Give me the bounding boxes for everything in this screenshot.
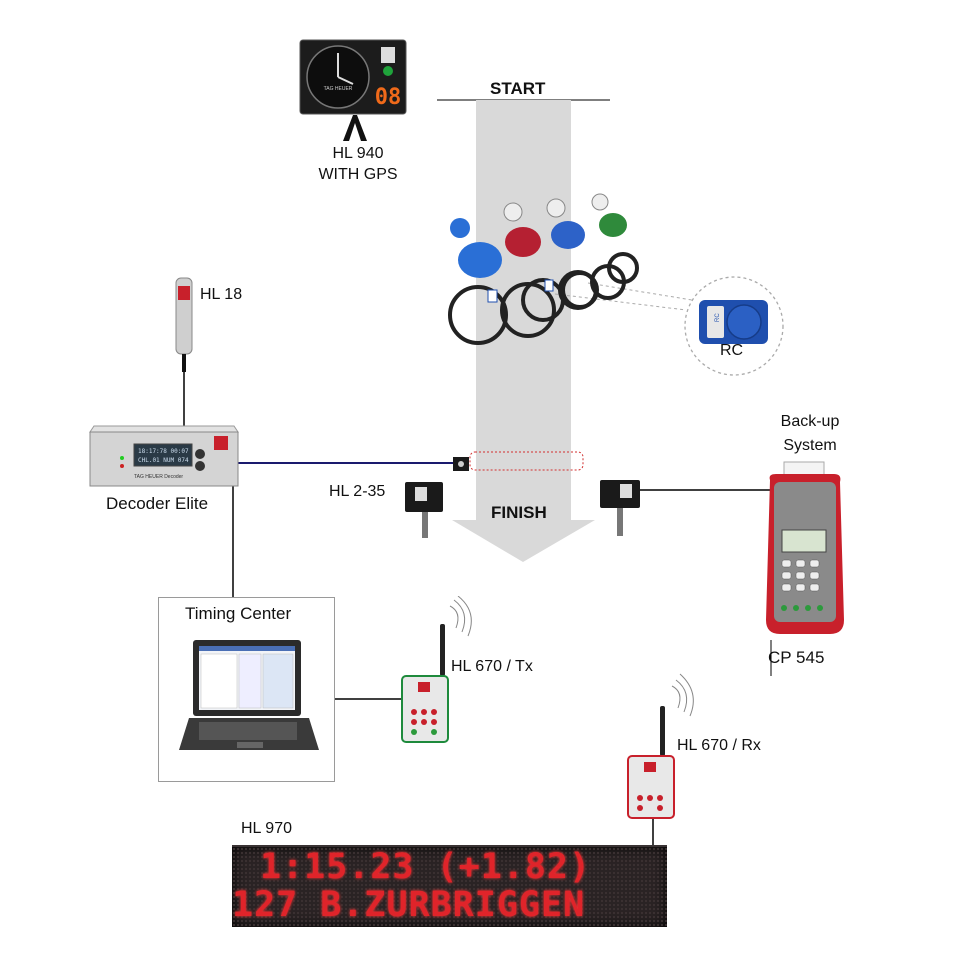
- svg-text:TAG HEUER Decoder: TAG HEUER Decoder: [134, 474, 183, 480]
- backup-label-line1: Back-up: [780, 413, 840, 430]
- hl970-led-display: 1:15.23 (+1.82) 127 B.ZURBRIGGEN: [232, 845, 667, 927]
- hl670rx-label: HL 670 / Rx: [677, 737, 761, 754]
- timing-center-label: Timing Center: [185, 604, 292, 623]
- display-line2: 127 B.ZURBRIGGEN: [232, 885, 586, 925]
- cyclists-illustration: [448, 193, 639, 345]
- display-line1: 1:15.23 (+1.82): [260, 847, 592, 887]
- clock-digits: 08: [375, 85, 402, 110]
- svg-text:18:17:78 00:07: 18:17:78 00:07: [138, 448, 189, 455]
- svg-text:TAG HEUER: TAG HEUER: [324, 86, 353, 92]
- laptop-icon: [179, 640, 319, 750]
- timing-center-box: Timing Center: [158, 597, 335, 782]
- start-label: START: [490, 79, 546, 98]
- hl18-label: HL 18: [200, 286, 243, 303]
- svg-text:CHL.01 NUM 074: CHL.01 NUM 074: [138, 457, 189, 464]
- finish-label: FINISH: [491, 503, 547, 522]
- cp545-label: CP 545: [768, 648, 825, 667]
- hl940-label-line2: WITH GPS: [318, 166, 398, 183]
- beam-arrowhead: [452, 520, 595, 562]
- decoder-label: Decoder Elite: [106, 494, 209, 513]
- hl235-label: HL 2-35: [329, 483, 386, 500]
- detection-zone: [469, 451, 584, 471]
- hl670tx-label: HL 670 / Tx: [451, 658, 533, 675]
- hl940-label-line1: HL 940: [332, 145, 384, 162]
- rc-callout-circle: [684, 276, 784, 376]
- rc-label: RC: [720, 342, 744, 359]
- backup-label-line2: System: [783, 437, 837, 454]
- svg-text:RC: RC: [715, 313, 721, 322]
- hl970-label: HL 970: [241, 820, 292, 837]
